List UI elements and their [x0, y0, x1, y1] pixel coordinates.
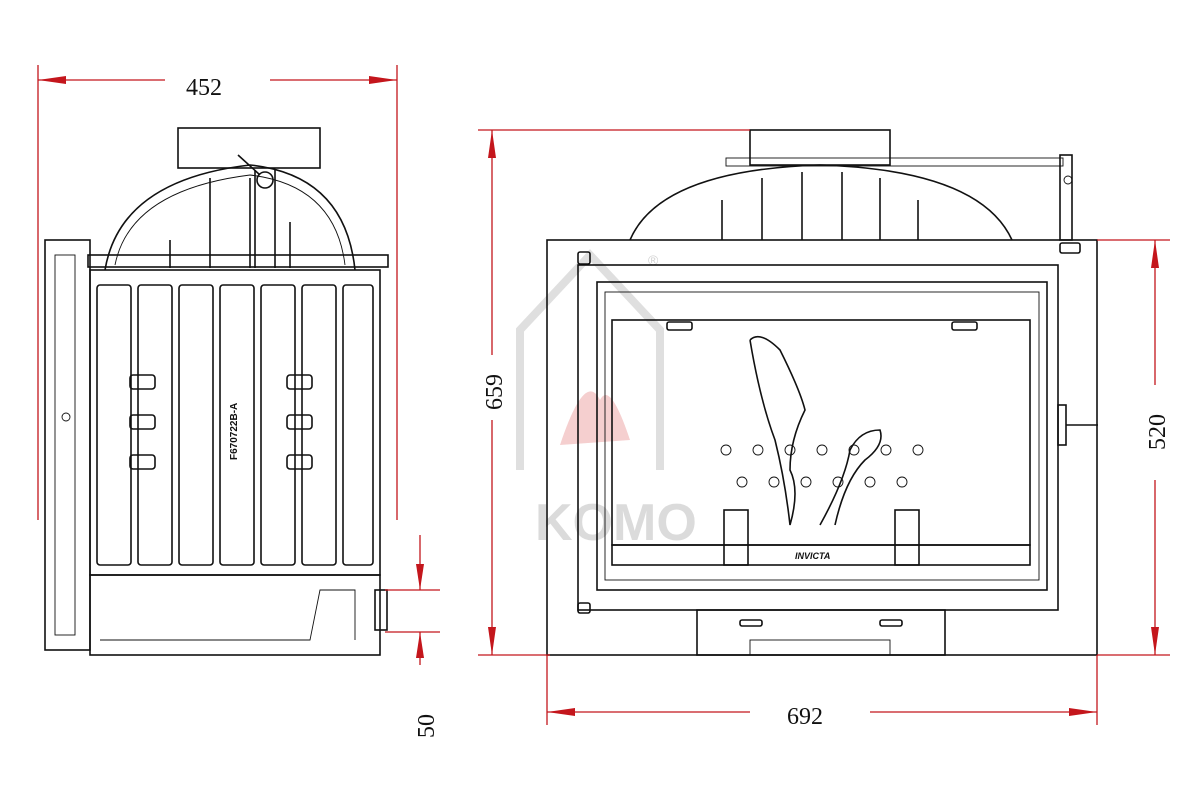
flue-collar: [749, 129, 891, 166]
baffle-clip-left: [666, 321, 693, 331]
firebox-contour-left: [749, 335, 806, 526]
dome-outline: [629, 164, 1013, 241]
damper-bracket: [1059, 154, 1073, 241]
top-rail: [87, 254, 389, 268]
front-view: INVICTA: [546, 129, 1098, 656]
damper-knob-icon: [256, 171, 274, 189]
flue-collar: [177, 127, 321, 169]
door-glass: [596, 281, 1048, 591]
ash-drawer: [696, 609, 946, 656]
damper-lever: [237, 154, 261, 176]
screw-icon: [61, 412, 71, 422]
dome-ribs: [721, 172, 919, 240]
drawer-clip-right: [879, 619, 903, 627]
dimension-bottom-offset-marks: [385, 535, 440, 665]
dome-inner-outline: [114, 174, 346, 266]
side-base-profile: [100, 589, 356, 641]
grate-bar: [611, 544, 1031, 566]
dimension-frame-height-marks: [1097, 239, 1170, 656]
bottom-hinge: [577, 602, 591, 614]
side-clips: [129, 374, 313, 470]
dimension-side-width: 452: [186, 75, 222, 101]
ash-drawer-front: [749, 639, 891, 656]
baffle-clip-right: [951, 321, 978, 331]
part-number: F670722B-A: [229, 403, 240, 460]
dimension-lines: 452 50 659 520: [37, 65, 1171, 738]
dimension-overall-height-marks: [478, 129, 750, 656]
damper-rod: [725, 157, 1064, 167]
side-dome-ribs: [169, 170, 291, 268]
andiron-left: [723, 509, 749, 566]
air-control-tab: [1059, 242, 1081, 254]
dimension-overall-height: 659: [482, 374, 508, 410]
top-hinge: [577, 251, 591, 265]
side-view: F670722B-A: [44, 127, 389, 656]
dimension-side-width-marks: [37, 65, 398, 520]
rear-bracket: [374, 589, 388, 631]
side-panels: [96, 284, 374, 566]
brand-plate: INVICTA: [795, 551, 830, 561]
glass-inner-edge: [604, 291, 1040, 581]
registered-mark: ®: [648, 252, 659, 268]
front-plate-side: [44, 239, 91, 651]
andiron-right: [894, 509, 920, 566]
watermark-text: KOMO: [535, 494, 697, 552]
side-base: [89, 574, 381, 656]
door-handle: [1057, 404, 1067, 446]
watermark-flame: [560, 391, 630, 445]
front-plate-inner: [54, 254, 76, 636]
damper-pivot-icon: [1063, 175, 1073, 185]
dimension-frame-width: 692: [787, 704, 823, 730]
drawer-clip-left: [739, 619, 763, 627]
air-holes: [720, 444, 924, 488]
dimension-frame-width-marks: [546, 655, 1098, 725]
firebox-contour-right: [819, 429, 882, 526]
dimension-bottom-offset: 50: [414, 714, 440, 738]
dimension-frame-height: 520: [1145, 414, 1171, 450]
